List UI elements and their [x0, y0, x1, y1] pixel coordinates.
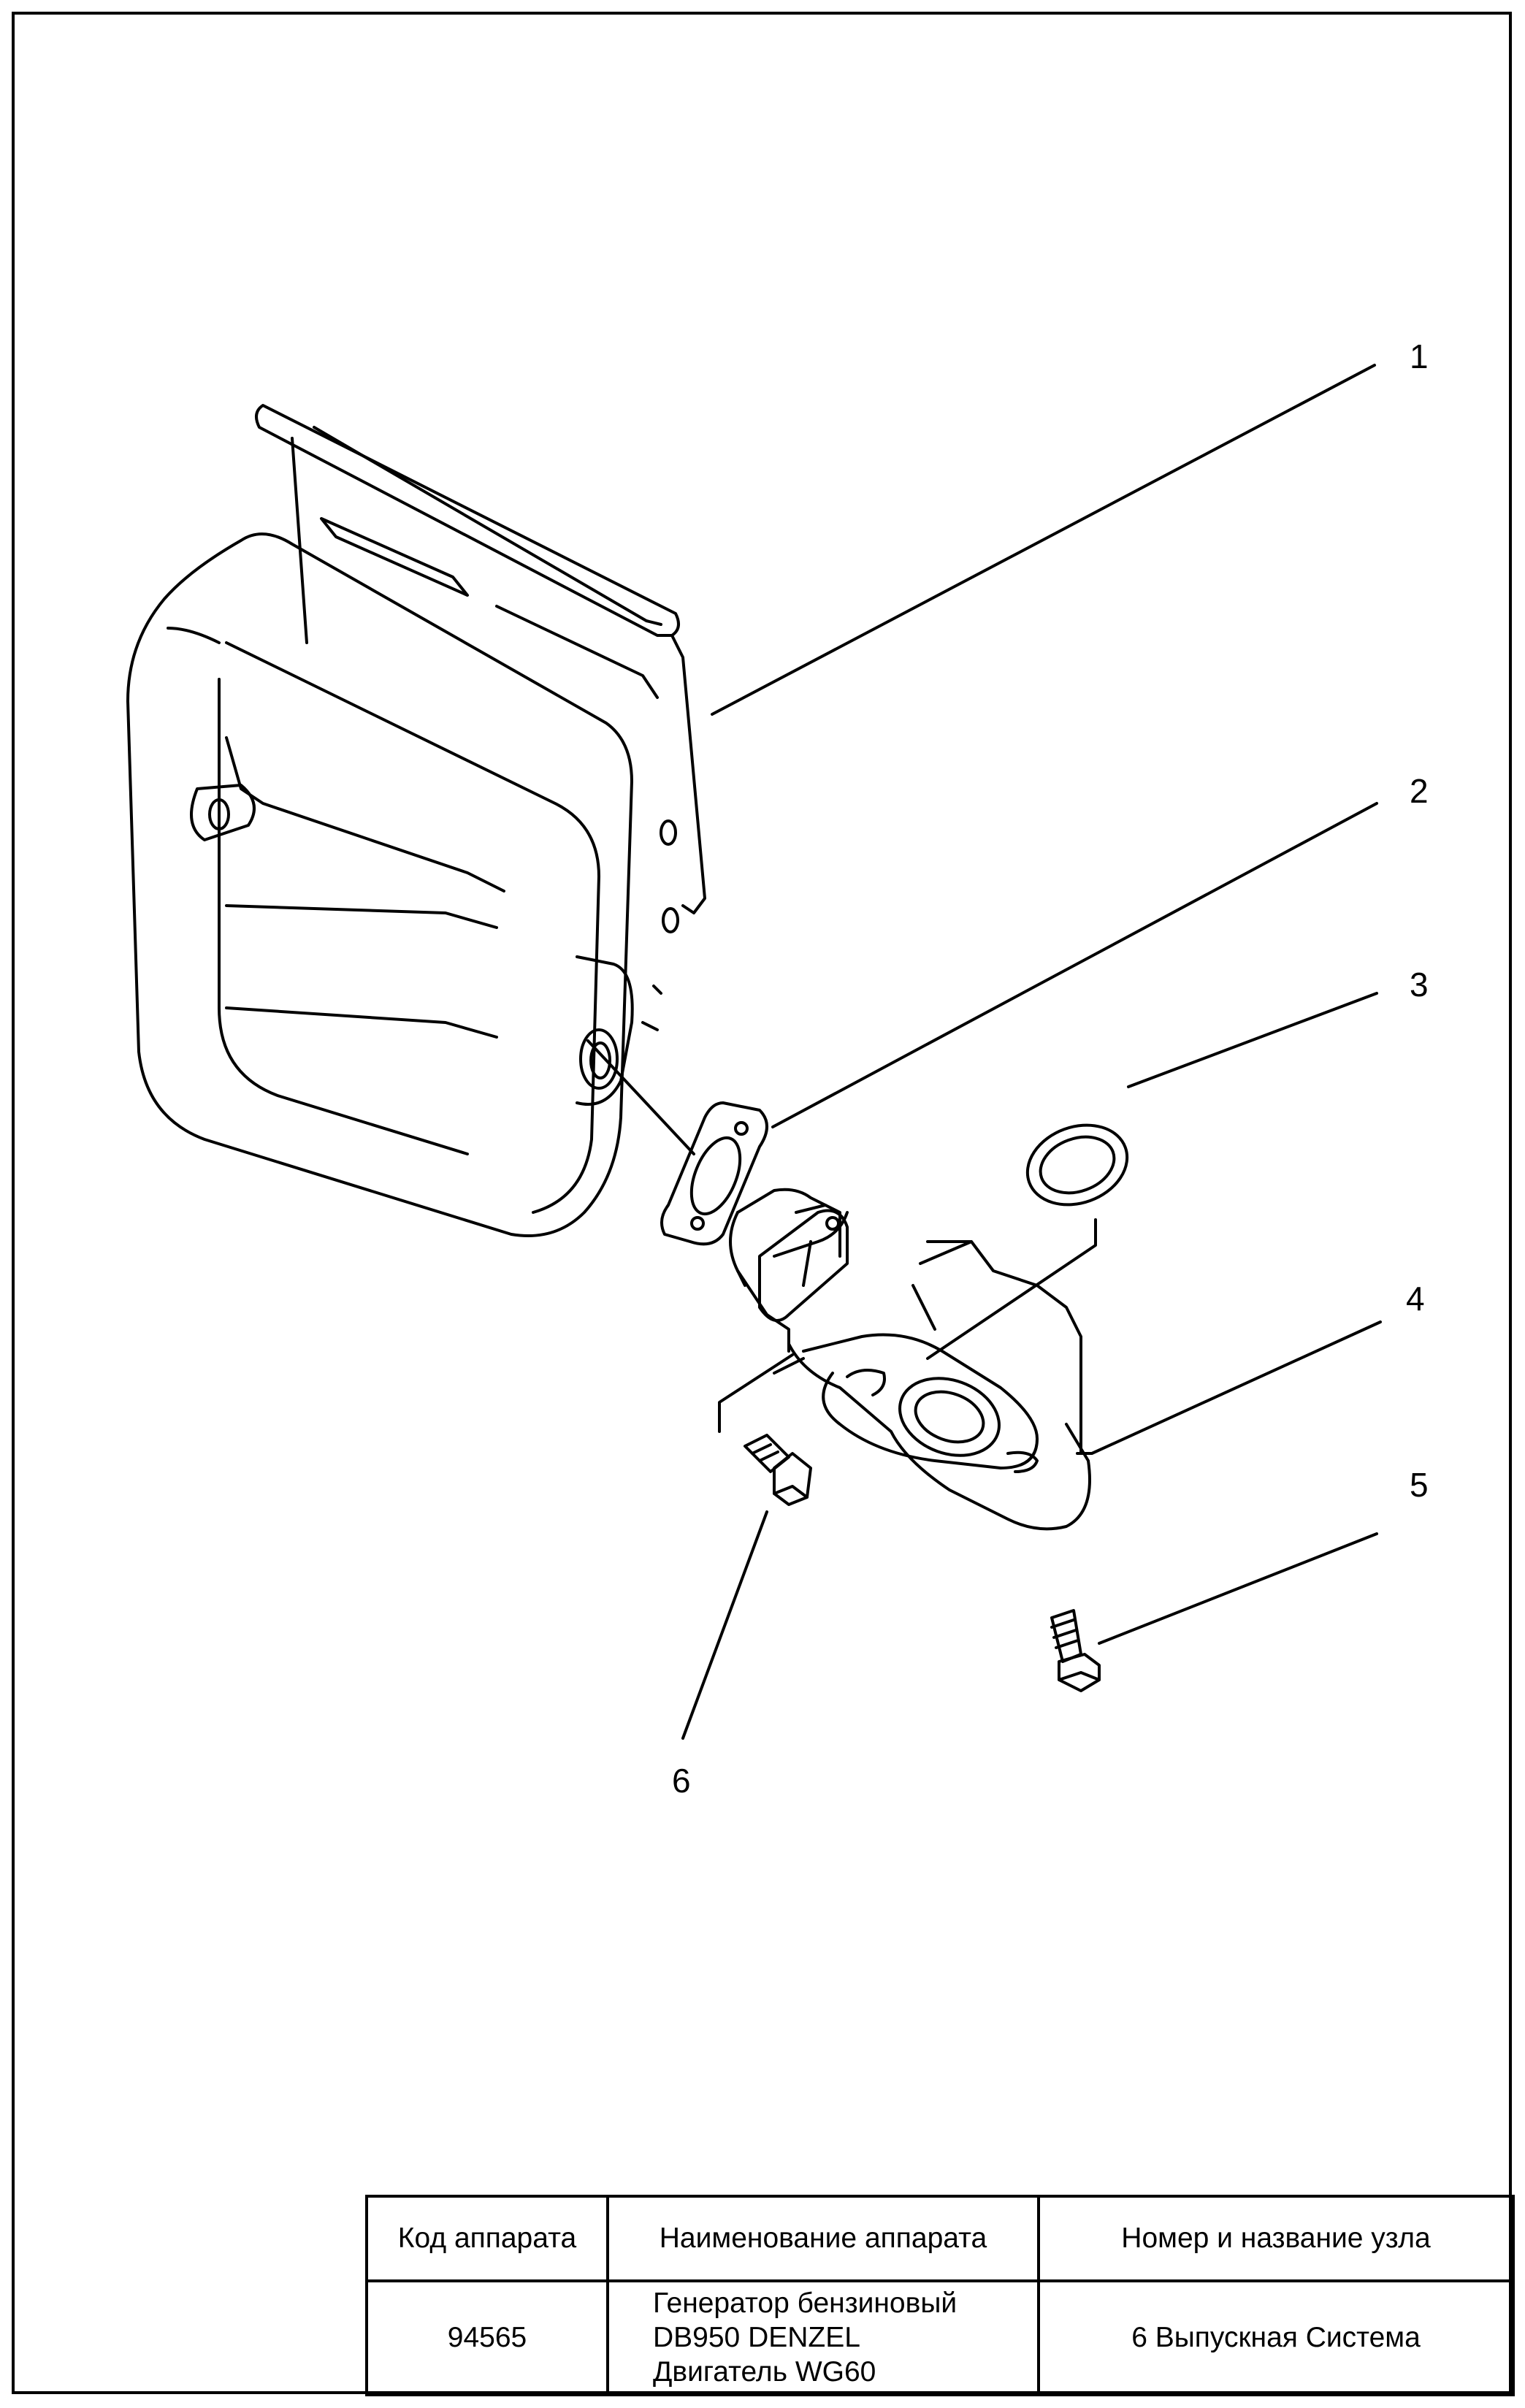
- device-name-line-2: DB950 DENZEL: [653, 2321, 860, 2353]
- callout-3: 3: [1410, 966, 1429, 1004]
- callout-5: 5: [1410, 1466, 1429, 1504]
- muffler-part-1: [126, 404, 706, 1237]
- bolt-part-5: [1050, 1609, 1101, 1692]
- device-name-line-1: Генератор бензиновый: [653, 2287, 958, 2319]
- callout-4: 4: [1406, 1280, 1425, 1318]
- callout-2: 2: [1410, 772, 1429, 810]
- callout-1: 1: [1410, 337, 1429, 375]
- title-block: Код аппарата Наименование аппарата Номер…: [365, 2195, 1515, 2397]
- stud-part-6: [744, 1434, 812, 1506]
- callout-6: 6: [672, 1762, 691, 1800]
- device-name-line-3: Двигатель WG60: [653, 2355, 876, 2388]
- title-block-header-row: Код аппарата Наименование аппарата Номер…: [365, 2195, 1515, 2282]
- device-code-value: 94565: [365, 2279, 609, 2397]
- leader-lines: [586, 364, 1382, 1740]
- unit-header: Номер и название узла: [1037, 2195, 1515, 2282]
- title-block-value-row: 94565 Генератор бензиновый DB950 DENZEL …: [365, 2279, 1515, 2397]
- seal-ring-part-3: [1025, 1123, 1129, 1207]
- device-code-header: Код аппарата: [365, 2195, 609, 2282]
- device-name-header: Наименование аппарата: [606, 2195, 1040, 2282]
- exhaust-pipe-part-4: [729, 1188, 1091, 1531]
- gasket-part-2: [660, 1101, 768, 1246]
- device-name-value: Генератор бензиновый DB950 DENZEL Двигат…: [606, 2279, 1040, 2397]
- unit-value: 6 Выпускная Система: [1037, 2279, 1515, 2397]
